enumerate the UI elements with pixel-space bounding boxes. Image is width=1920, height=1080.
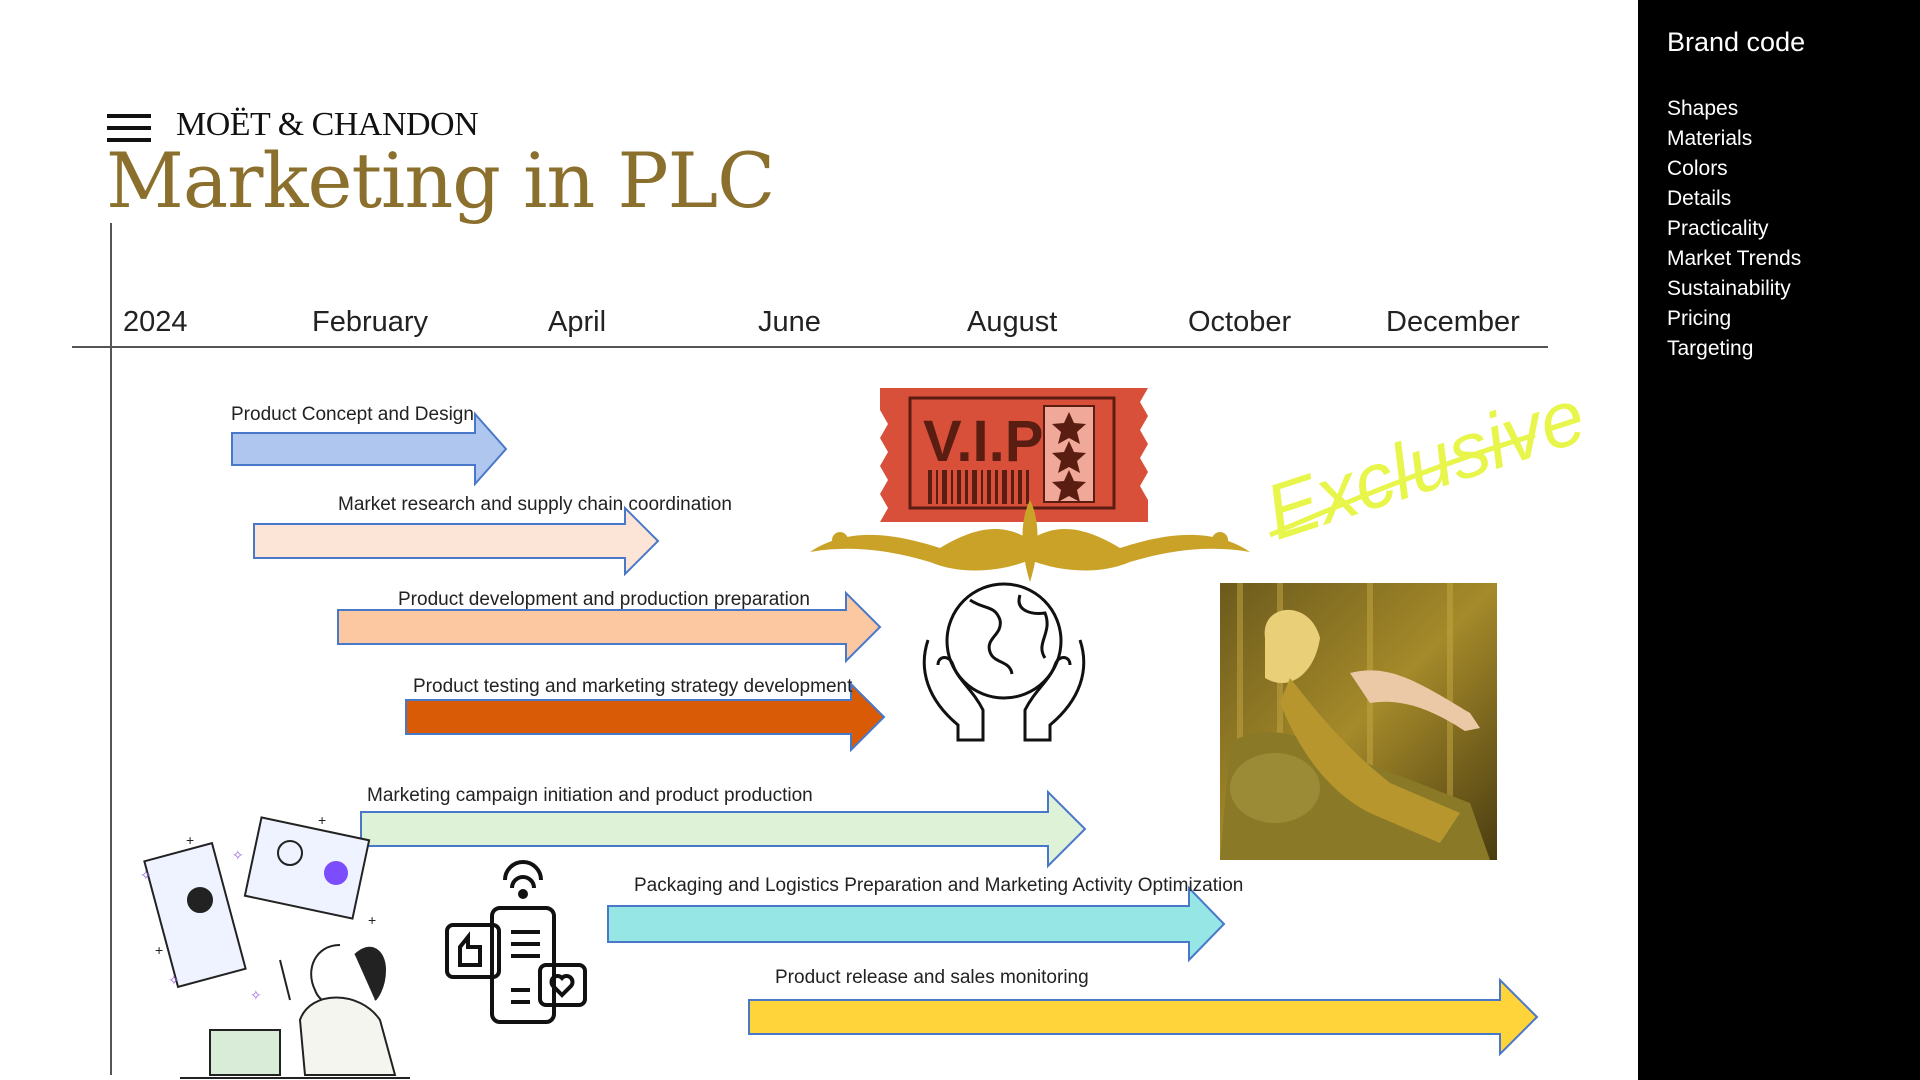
task-label-campaign: Marketing campaign initiation and produc… <box>367 785 813 806</box>
task-arrows <box>231 411 1539 1057</box>
model-photo <box>1220 583 1497 860</box>
month-label-december: December <box>1386 306 1520 338</box>
sidebar-item-market-trends[interactable]: Market Trends <box>1667 247 1802 270</box>
month-label-october: October <box>1188 306 1292 338</box>
influencer-illustration: ✧ ✧ ✧ ✧ + + + + <box>140 812 410 1079</box>
exclusive-script: Exclusive <box>1255 371 1596 556</box>
task-arrow-packaging <box>607 885 1226 963</box>
task-arrow-research <box>253 505 660 577</box>
svg-text:+: + <box>186 832 194 848</box>
vip-ticket-icon: V.I.P <box>810 388 1250 582</box>
task-arrow-release <box>748 977 1539 1057</box>
task-label-testing: Product testing and marketing strategy d… <box>413 676 853 697</box>
globe-in-hands-icon <box>922 582 1086 742</box>
social-media-icon <box>445 860 587 1024</box>
svg-text:+: + <box>368 912 376 928</box>
task-label-development: Product development and production prepa… <box>398 589 810 610</box>
sidebar-item-shapes[interactable]: Shapes <box>1667 97 1739 120</box>
brand-code-sidebar: Brand code Shapes Materials Colors Detai… <box>1638 0 1920 1080</box>
svg-text:✧: ✧ <box>250 987 262 1003</box>
task-label-concept: Product Concept and Design <box>231 404 474 425</box>
sidebar-item-sustainability[interactable]: Sustainability <box>1667 277 1791 300</box>
month-label-2024: 2024 <box>123 306 188 338</box>
sidebar-item-materials[interactable]: Materials <box>1667 127 1753 150</box>
svg-text:✧: ✧ <box>232 847 244 863</box>
task-arrow-campaign <box>360 789 1087 869</box>
task-label-release: Product release and sales monitoring <box>775 967 1089 988</box>
month-label-february: February <box>312 306 429 338</box>
page-title: Marketing in PLC <box>106 136 775 225</box>
svg-text:+: + <box>318 812 326 828</box>
task-arrow-testing <box>405 681 886 753</box>
sidebar-item-details[interactable]: Details <box>1667 187 1732 210</box>
sidebar-item-pricing[interactable]: Pricing <box>1667 307 1732 330</box>
timeline-axes <box>72 223 1548 1075</box>
brand-logo: MOËT & CHANDON <box>176 106 479 143</box>
sidebar-item-practicality[interactable]: Practicality <box>1667 217 1769 240</box>
svg-text:✧: ✧ <box>140 867 152 883</box>
svg-text:✧: ✧ <box>168 972 180 988</box>
svg-text:+: + <box>155 942 163 958</box>
sidebar-menu: Shapes Materials Colors Details Practica… <box>1667 94 1801 364</box>
sidebar-title: Brand code <box>1667 27 1806 57</box>
month-label-april: April <box>548 306 607 338</box>
sidebar-item-targeting[interactable]: Targeting <box>1667 337 1754 360</box>
hamburger-menu-icon[interactable] <box>107 112 151 144</box>
sidebar-item-colors[interactable]: Colors <box>1667 157 1728 180</box>
task-label-packaging: Packaging and Logistics Preparation and … <box>634 875 1244 896</box>
vip-text: V.I.P <box>923 409 1043 474</box>
month-label-august: August <box>967 306 1058 338</box>
task-arrow-development <box>337 590 882 664</box>
task-label-research: Market research and supply chain coordin… <box>338 494 732 515</box>
month-label-june: June <box>758 306 821 338</box>
task-arrow-concept <box>231 411 508 487</box>
